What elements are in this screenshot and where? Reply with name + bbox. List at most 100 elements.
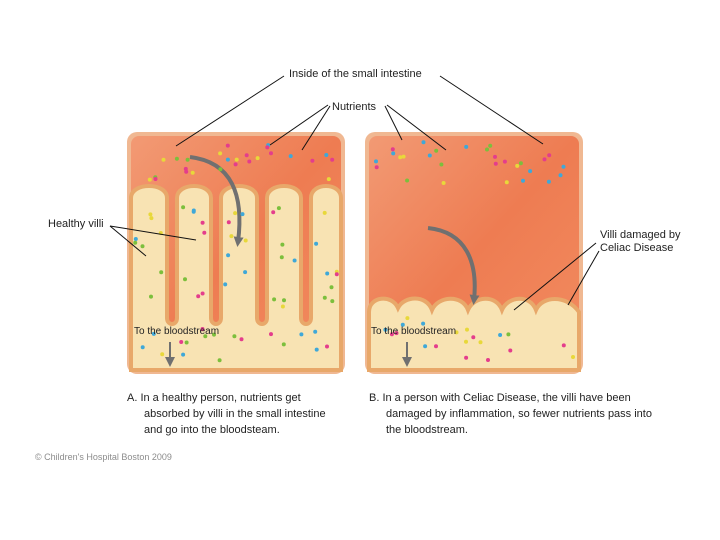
caption-a-line-1: A. In a healthy person, nutrients get xyxy=(127,392,301,404)
nutrient-dot xyxy=(571,355,575,359)
nutrient-dot xyxy=(561,343,566,348)
nutrient-dot xyxy=(465,327,469,332)
nutrient-dot xyxy=(243,270,248,275)
nutrient-dot xyxy=(281,342,286,347)
nutrient-dot xyxy=(498,333,503,337)
nutrient-dot xyxy=(183,277,187,282)
caption-b-line-3: the bloodstream. xyxy=(386,424,468,436)
nutrient-dot xyxy=(493,161,498,166)
nutrient-dot xyxy=(240,212,245,217)
nutrient-dot xyxy=(151,331,156,336)
nutrient-dot xyxy=(229,234,234,239)
healthy-panel xyxy=(127,132,345,374)
nutrient-dot xyxy=(299,332,304,337)
damaged-leader-2 xyxy=(567,250,600,306)
nutrient-dot xyxy=(244,153,249,158)
nutrient-dot xyxy=(334,272,339,277)
nutrient-dot xyxy=(200,291,205,296)
nutrient-dot xyxy=(488,143,493,148)
nutrient-dot xyxy=(515,163,520,168)
nutrient-dot xyxy=(464,355,469,360)
nutrient-dot xyxy=(405,178,410,183)
nutrient-dot xyxy=(454,330,459,335)
nutrient-dot xyxy=(439,162,444,167)
nutrient-dot xyxy=(185,157,190,162)
nutrient-dot xyxy=(558,173,563,178)
nutrient-dot xyxy=(190,170,195,175)
nutrient-dot xyxy=(217,358,222,363)
nutrient-dot xyxy=(383,327,388,332)
nutrient-dot xyxy=(212,332,216,337)
nutrient-dot xyxy=(561,164,566,169)
nutrient-dot xyxy=(149,294,153,299)
healthy-leader-2 xyxy=(109,225,197,241)
nutrient-dot xyxy=(486,358,490,362)
damaged-villi-tissue xyxy=(367,296,581,372)
nutrient-dot xyxy=(329,285,334,290)
nutrient-dot xyxy=(374,165,379,170)
nutrient-dot xyxy=(272,297,277,302)
nutrient-dot xyxy=(325,344,329,349)
nutrient-dot xyxy=(421,140,426,145)
nutrients-leader-1 xyxy=(269,104,329,146)
nutrient-dot xyxy=(434,344,438,349)
nutrient-dot xyxy=(423,344,428,349)
nutrient-dot xyxy=(310,158,315,163)
nutrient-dot xyxy=(502,159,507,164)
nutrient-dot xyxy=(427,153,432,158)
damaged-villi-label-1: Villi damaged by xyxy=(600,229,681,241)
nutrient-dot xyxy=(226,220,231,225)
nutrient-dot xyxy=(234,157,239,162)
nutrient-dot xyxy=(478,340,483,345)
nutrient-dot xyxy=(464,339,468,344)
damaged-villi-label-2: Celiac Disease xyxy=(600,242,674,254)
nutrient-dot xyxy=(282,298,286,303)
nutrient-dot xyxy=(546,179,551,184)
nutrient-dot xyxy=(159,270,164,275)
inside-leader-right xyxy=(439,75,544,145)
nutrient-dot xyxy=(179,340,184,344)
nutrient-dot xyxy=(181,352,186,357)
nutrient-dot xyxy=(200,327,205,331)
nutrient-dot xyxy=(184,169,189,174)
caption-b-line-2: damaged by inflammation, so fewer nutrie… xyxy=(386,408,652,420)
nutrient-dot xyxy=(265,145,270,150)
nutrients-leader-3 xyxy=(384,105,403,141)
copyright-text: © Children's Hospital Boston 2009 xyxy=(35,452,172,462)
nutrient-dot xyxy=(247,159,252,164)
nutrient-dot xyxy=(330,299,335,304)
nutrient-dot xyxy=(518,161,523,166)
nutrient-dot xyxy=(147,177,152,182)
caption-a-line-2: absorbed by villi in the small intestine xyxy=(144,408,326,420)
nutrient-dot xyxy=(493,154,497,159)
healthy-absorption-arrow xyxy=(189,155,244,247)
nutrients-leader-4 xyxy=(386,104,447,151)
nutrient-dot xyxy=(133,240,138,245)
nutrient-dot xyxy=(314,241,319,246)
nutrient-dot xyxy=(161,157,166,162)
inside-intestine-label: Inside of the small intestine xyxy=(289,68,422,80)
nutrient-dot xyxy=(521,178,525,183)
nutrient-dot xyxy=(202,230,207,235)
nutrient-dot xyxy=(271,210,276,215)
nutrient-dot xyxy=(160,352,165,357)
nutrients-leader-2 xyxy=(301,105,331,151)
nutrient-dot xyxy=(405,316,410,321)
nutrient-dot xyxy=(269,151,273,156)
damaged-leader-1 xyxy=(513,242,597,311)
nutrient-dot xyxy=(292,258,297,263)
nutrient-dot xyxy=(421,321,426,326)
nutrient-dot xyxy=(508,348,513,353)
nutrient-dot xyxy=(280,242,285,247)
nutrient-dot xyxy=(390,147,395,152)
to-bloodstream-left-label: To the bloodstream xyxy=(134,326,220,337)
caption-b: B. In a person with Celiac Disease, the … xyxy=(369,390,652,438)
nutrient-dot xyxy=(441,181,446,185)
caption-a-line-3: and go into the bloodsteam. xyxy=(144,424,280,436)
nutrient-dot xyxy=(280,304,285,309)
nutrient-dot xyxy=(196,294,201,299)
nutrient-dot xyxy=(391,151,396,156)
nutrient-dot xyxy=(148,212,153,217)
nutrient-dot xyxy=(322,295,327,300)
nutrient-dot xyxy=(133,237,138,241)
